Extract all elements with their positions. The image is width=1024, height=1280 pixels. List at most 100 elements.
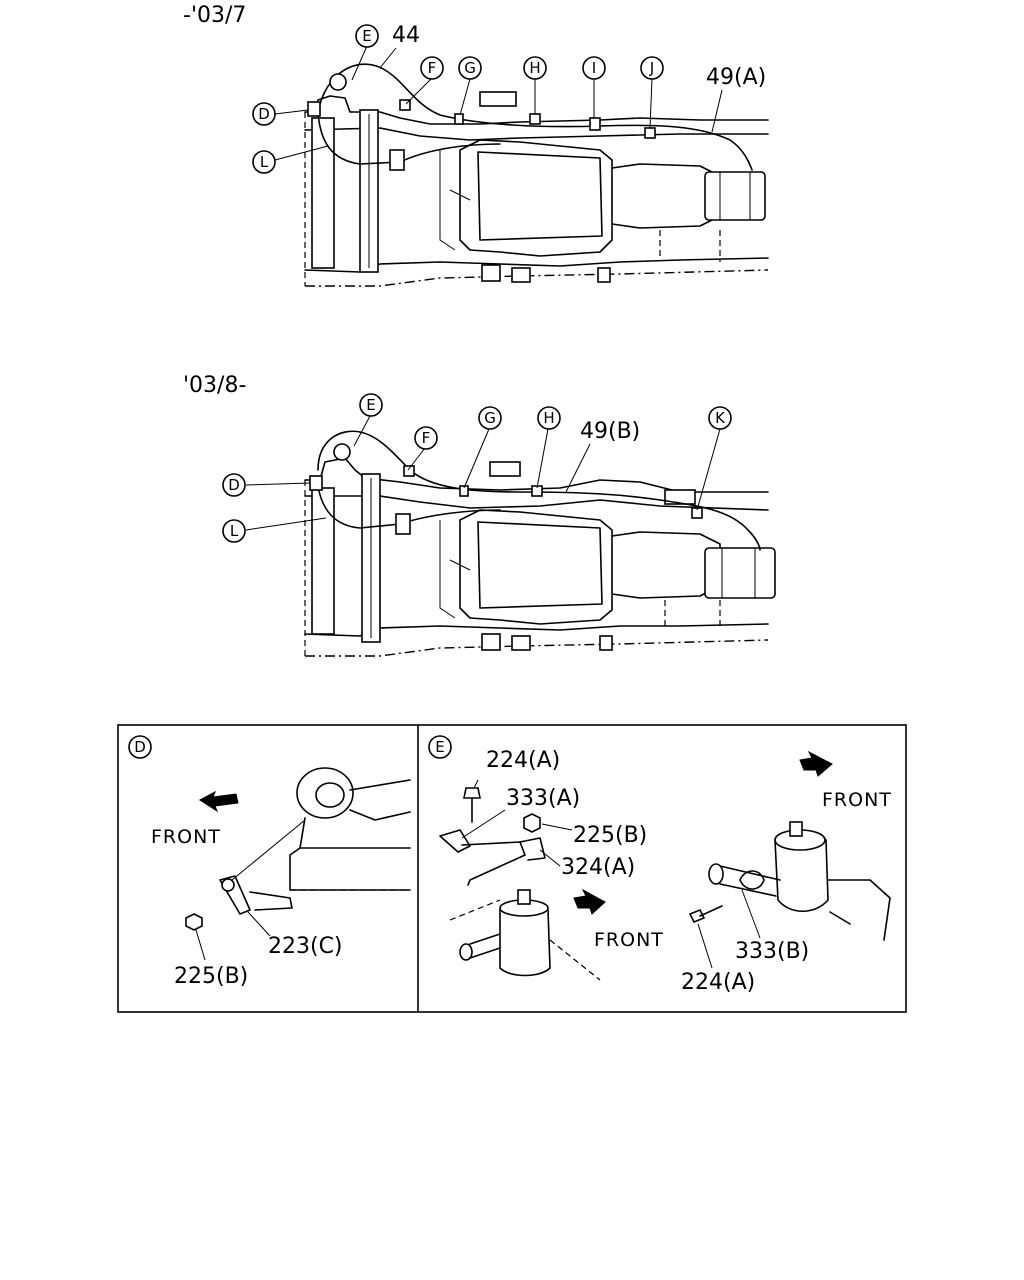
leader-g-bottom xyxy=(463,428,490,489)
callout-g-top xyxy=(458,56,482,80)
valve-inlet-cap-e-right xyxy=(708,863,724,885)
bracket-324a-side xyxy=(519,837,546,861)
rear-bracket-b xyxy=(664,489,696,505)
callout-h-bottom-text: H xyxy=(543,409,554,427)
front-arrow-d xyxy=(199,790,239,813)
front-label-e-top: FRONT xyxy=(822,789,892,811)
top-bracket xyxy=(479,91,517,107)
frame-dash-rear xyxy=(659,230,721,262)
transfer-case xyxy=(611,163,721,229)
callout-f-bottom xyxy=(414,426,438,450)
part-224a-top-label: 224(A) xyxy=(486,748,560,773)
leader-223c xyxy=(247,911,271,937)
transmission-inner-b xyxy=(477,521,603,609)
detail-box-outer xyxy=(117,724,907,1013)
callout-g-bottom-text: G xyxy=(484,409,496,427)
part-225b-e-label: 225(B) xyxy=(573,823,647,848)
leader-l-top xyxy=(274,145,329,161)
frame-rail-lower-dash-b xyxy=(305,639,769,657)
top-bracket-b xyxy=(489,461,521,477)
leader-e-top xyxy=(351,45,368,81)
detail-d-badge xyxy=(128,735,152,759)
part-225b-d-label: 225(B) xyxy=(174,964,248,989)
callout-d-bottom-text: D xyxy=(228,476,240,494)
valve-body-e-right xyxy=(774,839,829,912)
driveshaft-joint-b xyxy=(704,547,776,599)
detail-e-badge xyxy=(428,735,452,759)
cross-member-1 xyxy=(311,117,335,269)
callout-l-bottom xyxy=(222,519,246,543)
leader-e-bottom xyxy=(353,415,371,447)
mount-block-1-b xyxy=(481,633,501,651)
detail-e-badge-text: E xyxy=(435,738,444,756)
leader-j-top xyxy=(649,78,653,129)
callout-k-bottom xyxy=(708,406,732,430)
bracket-arm xyxy=(249,891,293,911)
callout-i-top-text: I xyxy=(592,59,596,77)
callout-h-top xyxy=(523,56,547,80)
callout-g-top-text: G xyxy=(464,59,476,77)
callout-e-top-text: E xyxy=(362,27,371,45)
valve-stem-e xyxy=(517,889,531,905)
valve-inlet-e xyxy=(469,933,501,959)
leader-225b-e xyxy=(541,823,573,831)
callout-e-bottom-text: E xyxy=(366,396,375,414)
mount-block-2 xyxy=(511,267,531,283)
callout-l-top xyxy=(252,150,276,174)
bracket-lines xyxy=(439,150,471,251)
leader-324a xyxy=(539,849,561,867)
mount-block-2-b xyxy=(511,635,531,651)
front-arrow-e-top xyxy=(799,750,833,777)
leader-l-bottom xyxy=(245,517,327,531)
clip-d-b xyxy=(309,475,323,491)
bracket-hole xyxy=(221,878,235,892)
nut-225b-d xyxy=(185,913,203,931)
leader-225b-d xyxy=(195,929,206,961)
clip-f-b xyxy=(403,465,415,477)
callout-f-top-text: F xyxy=(428,59,437,77)
leader-h-bottom xyxy=(536,428,549,489)
part-49a-label: 49(A) xyxy=(706,65,766,90)
transmission-body xyxy=(459,139,613,257)
transfer-case-b xyxy=(611,531,721,599)
valve-e-b xyxy=(333,443,351,461)
detail-d: D FRONT 223(C) 225(B) xyxy=(128,735,411,989)
part-333b-label: 333(B) xyxy=(735,939,809,964)
mount-block-3 xyxy=(597,267,611,283)
leader-333a xyxy=(461,809,506,839)
callout-f-top xyxy=(420,56,444,80)
clip-g xyxy=(454,113,464,125)
valve-inlet-e-right xyxy=(719,865,781,897)
callout-d-top-text: D xyxy=(258,105,270,123)
nut-225b-e xyxy=(523,813,541,833)
leader-k-bottom xyxy=(696,428,721,511)
clip-d xyxy=(307,101,321,117)
clip-k-b xyxy=(691,507,703,519)
mount-block-1 xyxy=(481,264,501,282)
part-324a-label: 324(A) xyxy=(561,855,635,880)
bracket-324a xyxy=(461,841,526,886)
callout-h-top-text: H xyxy=(529,59,540,77)
frame-rail-lower-dash xyxy=(305,269,769,287)
brake-hose-49b xyxy=(317,430,761,551)
connector-l xyxy=(389,149,405,171)
leader-f-top xyxy=(405,77,433,105)
leader-49b xyxy=(565,443,591,493)
leader-44 xyxy=(379,47,397,69)
part-44-label: 44 xyxy=(392,23,420,48)
bolt-224a-bottom-shank xyxy=(699,905,723,917)
callout-l-top-text: L xyxy=(260,153,269,171)
part-223c-label: 223(C) xyxy=(268,934,343,959)
frame-rail-upper-inner-b xyxy=(304,495,769,511)
period-label-bottom: '03/8- xyxy=(183,373,246,398)
period-label-top: -'03/7 xyxy=(183,3,246,28)
frame-dash-rear-b xyxy=(664,600,721,630)
leader-d-bottom xyxy=(245,482,311,486)
callout-l-bottom-text: L xyxy=(230,522,239,540)
transmission-inner xyxy=(477,151,603,241)
callout-e-bottom xyxy=(359,393,383,417)
callout-e-top xyxy=(355,24,379,48)
cross-member-1-b xyxy=(311,487,335,635)
frame-rail-upper-inner xyxy=(304,127,769,141)
callout-d-top xyxy=(252,102,276,126)
